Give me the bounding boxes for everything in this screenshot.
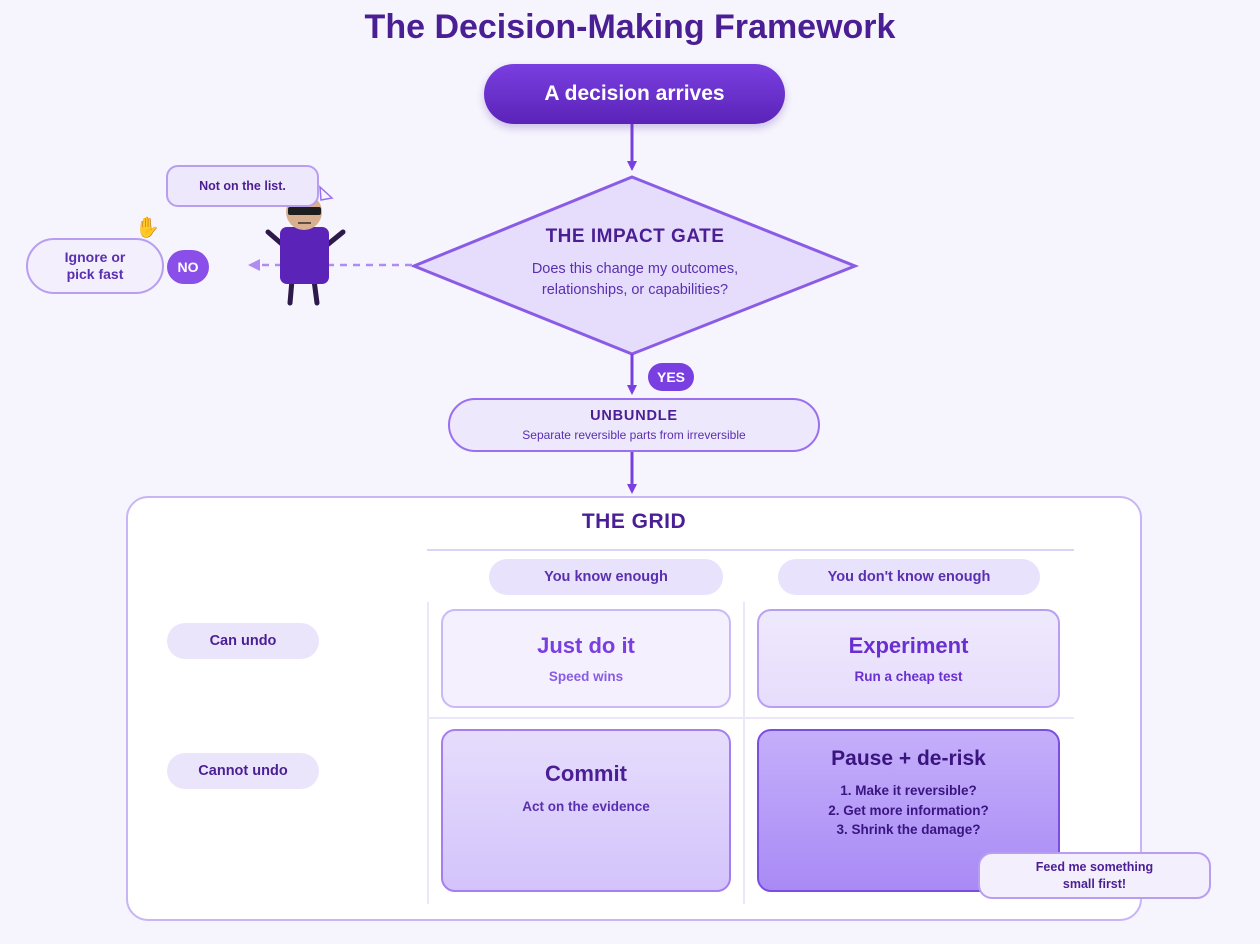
impact-gate-question: Does this change my outcomes, relationsh… bbox=[480, 259, 790, 301]
cell-just-do-it: Just do it Speed wins bbox=[441, 609, 731, 708]
impact-gate-title: THE IMPACT GATE bbox=[545, 226, 725, 247]
page-title: The Decision-Making Framework bbox=[364, 8, 896, 46]
ignore-outcome-node: Ignore or pick fast bbox=[26, 238, 164, 294]
unbundle-node: UNBUNDLE Separate reversible parts from … bbox=[448, 398, 820, 452]
cell-commit-title: Commit bbox=[545, 761, 627, 786]
grid-divider-middle bbox=[743, 602, 745, 904]
pause-steps-list: 1. Make it reversible? 2. Get more infor… bbox=[828, 781, 989, 840]
impact-gate-question-line2: relationships, or capabilities? bbox=[541, 282, 729, 298]
cell-just-do-it-title: Just do it bbox=[537, 633, 635, 658]
cell-experiment: Experiment Run a cheap test bbox=[757, 609, 1060, 708]
cell-experiment-title: Experiment bbox=[848, 633, 969, 658]
cell-experiment-subtitle: Run a cheap test bbox=[854, 669, 963, 684]
monster-speech-line1: Feed me something bbox=[1035, 859, 1154, 874]
unbundle-title: UNBUNDLE bbox=[590, 408, 678, 424]
column-header-know-enough: You know enough bbox=[489, 559, 723, 595]
row-header-can-undo: Can undo bbox=[167, 623, 319, 659]
pause-step: 1. Make it reversible? bbox=[840, 783, 977, 798]
column-header-dont-know-enough: You don't know enough bbox=[778, 559, 1040, 595]
grid-divider-left bbox=[427, 602, 429, 904]
pause-step: 3. Shrink the damage? bbox=[836, 822, 981, 837]
grid-divider-middle-row bbox=[427, 717, 1074, 719]
cell-just-do-it-subtitle: Speed wins bbox=[548, 669, 624, 684]
bouncer-speech-bubble: Not on the list. bbox=[166, 165, 319, 207]
start-node: A decision arrives bbox=[484, 64, 785, 124]
grid-title: THE GRID bbox=[581, 510, 687, 533]
bouncer-character bbox=[265, 194, 346, 306]
unbundle-subtitle: Separate reversible parts from irreversi… bbox=[522, 428, 746, 442]
start-label: A decision arrives bbox=[544, 82, 725, 105]
ignore-line1: Ignore or bbox=[64, 249, 126, 265]
ignore-line2: pick fast bbox=[66, 266, 124, 282]
monster-speech-bubble: Feed me something small first! bbox=[978, 852, 1211, 899]
pause-step: 2. Get more information? bbox=[828, 802, 989, 818]
bouncer-speech-text: Not on the list. bbox=[199, 179, 286, 193]
no-badge: NO bbox=[167, 250, 209, 284]
impact-gate-question-line1: Does this change my outcomes, bbox=[531, 261, 739, 277]
row-header-cannot-undo: Cannot undo bbox=[167, 753, 319, 789]
yes-badge: YES bbox=[648, 363, 694, 391]
cell-commit: Commit Act on the evidence bbox=[441, 729, 731, 892]
speech-pointer bbox=[319, 185, 334, 201]
grid-divider-top bbox=[427, 549, 1074, 551]
monster-speech-line2: small first! bbox=[1062, 876, 1127, 891]
raised-hand-icon: ✋ bbox=[135, 217, 160, 239]
cell-commit-subtitle: Act on the evidence bbox=[522, 799, 650, 814]
cell-pause-title: Pause + de-risk bbox=[831, 747, 986, 770]
